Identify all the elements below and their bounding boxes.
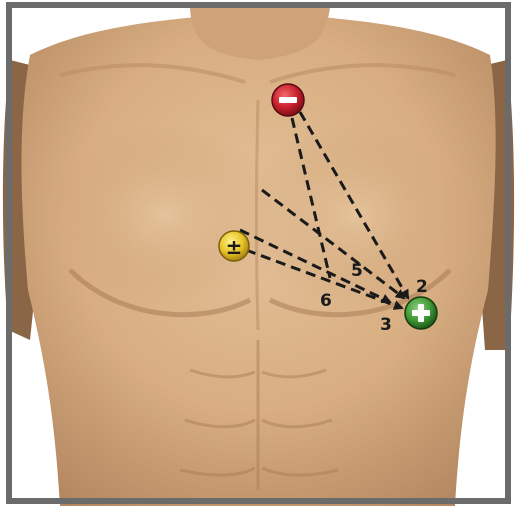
sternum-line: [257, 100, 259, 330]
lead-label-2: 2: [416, 277, 428, 297]
plus-minus-icon: ±: [226, 235, 243, 259]
positive-electrode: [405, 297, 437, 329]
lead-label-5: 5: [351, 261, 363, 281]
neutral-electrode: ±: [219, 231, 249, 261]
lead-label-6: 6: [320, 291, 332, 311]
negative-electrode: [272, 84, 304, 116]
lead-label-3: 3: [380, 315, 392, 335]
plus-icon-v: [418, 304, 424, 322]
minus-icon: [279, 97, 297, 103]
